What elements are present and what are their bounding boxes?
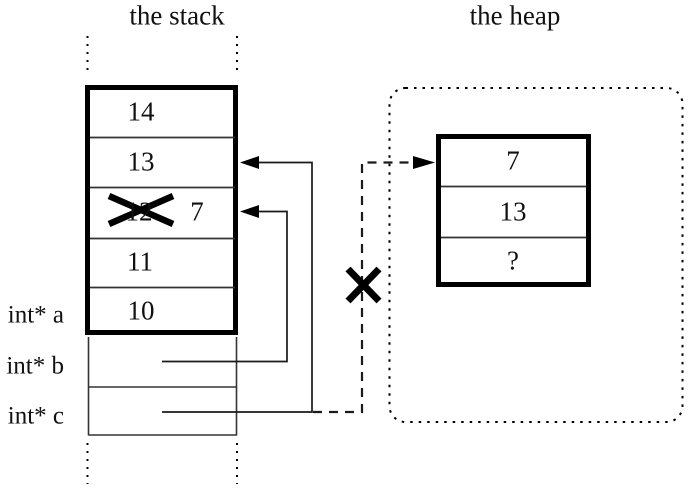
pointer-c-arrow [162,156,313,413]
heap-allocation-box [436,134,591,287]
cross-out-x-icon-stack [107,193,175,227]
pointer-label-a: int* a [7,301,64,329]
heap-cell-value-13: 13 [499,196,527,227]
cross-out-x-icon-heap-pointer [345,266,382,304]
heap-title: the heap [469,0,561,31]
pointer-b-arrow [162,205,288,363]
pointer-variable-cells [87,337,238,436]
heap-cell-dividers [441,185,587,239]
stack-cell-value-14: 14 [127,96,155,127]
stack-cell-value-11: 11 [127,246,153,277]
dangling-pointer-dashed-arrow [313,156,435,414]
stack-cell-value-10: 10 [127,295,155,326]
stack-title: the stack [129,0,225,31]
stack-cell-value-13: 13 [127,146,155,177]
heap-cell-value-7: 7 [506,145,520,176]
stack-column-dotted-guides [86,36,238,484]
stack-cell-dividers [90,136,235,289]
heap-cell-value-question: ? [507,245,519,276]
pointer-label-b: int* b [6,352,64,380]
stack-cell-value-12-crossed: 12 [125,196,153,227]
stack-frame-box [85,85,238,335]
stack-cell-value-7-new: 7 [190,196,204,227]
pointer-label-c: int* c [7,402,64,430]
